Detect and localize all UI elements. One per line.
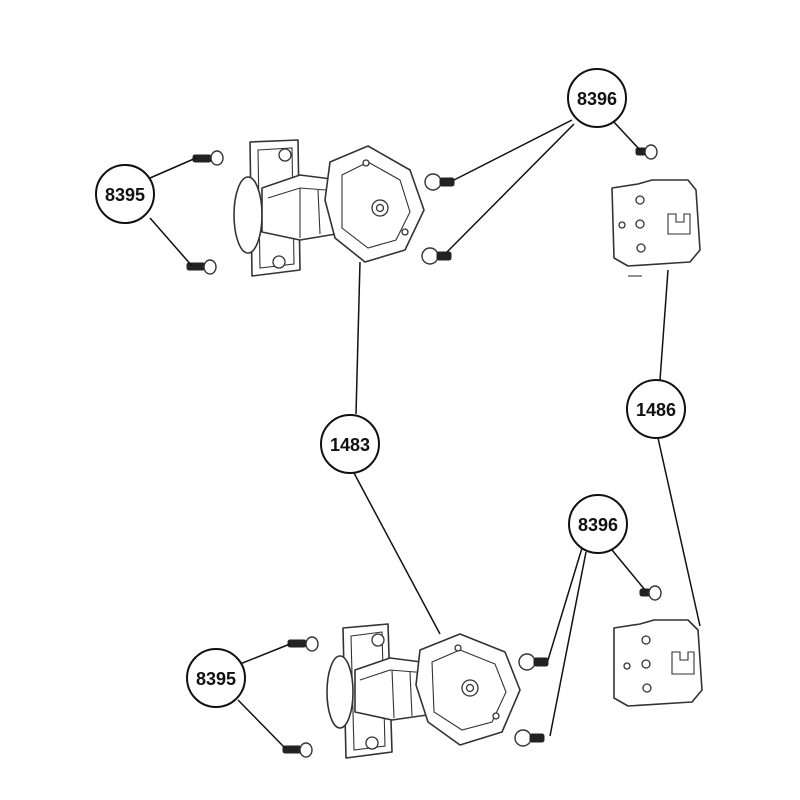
- callout-8395-top: 8395: [95, 164, 155, 224]
- screw-top-right-upper: [424, 173, 455, 191]
- callout-label: 8395: [196, 669, 236, 689]
- screw-bottom-left-lower: [282, 742, 313, 758]
- callout-label: 8396: [578, 515, 618, 535]
- callout-label: 1486: [636, 400, 676, 420]
- callout-label: 8396: [577, 89, 617, 109]
- screw-top-right-lower: [421, 247, 452, 265]
- screw-top-left-lower: [186, 259, 217, 275]
- mounting-plate-top: [611, 179, 701, 277]
- screw-bottom-right-lower: [514, 729, 545, 747]
- callout-8395-bottom: 8395: [186, 648, 246, 708]
- callout-label: 1483: [330, 435, 370, 455]
- hinge-bottom: [326, 623, 521, 759]
- callout-label: 8395: [105, 185, 145, 205]
- mounting-plate-bottom: [613, 619, 703, 707]
- screw-bottom-left-upper: [287, 636, 319, 652]
- callout-8396-top: 8396: [567, 68, 627, 128]
- callout-1486: 1486: [626, 379, 686, 439]
- screw-bottom-right-upper: [518, 653, 549, 671]
- hinge-top: [233, 139, 425, 277]
- leader-lines: [149, 119, 701, 749]
- callout-8396-bottom: 8396: [568, 494, 628, 554]
- callout-1483: 1483: [320, 414, 380, 474]
- screw-top-left-upper: [192, 150, 224, 166]
- screw-top-right-far: [635, 144, 658, 160]
